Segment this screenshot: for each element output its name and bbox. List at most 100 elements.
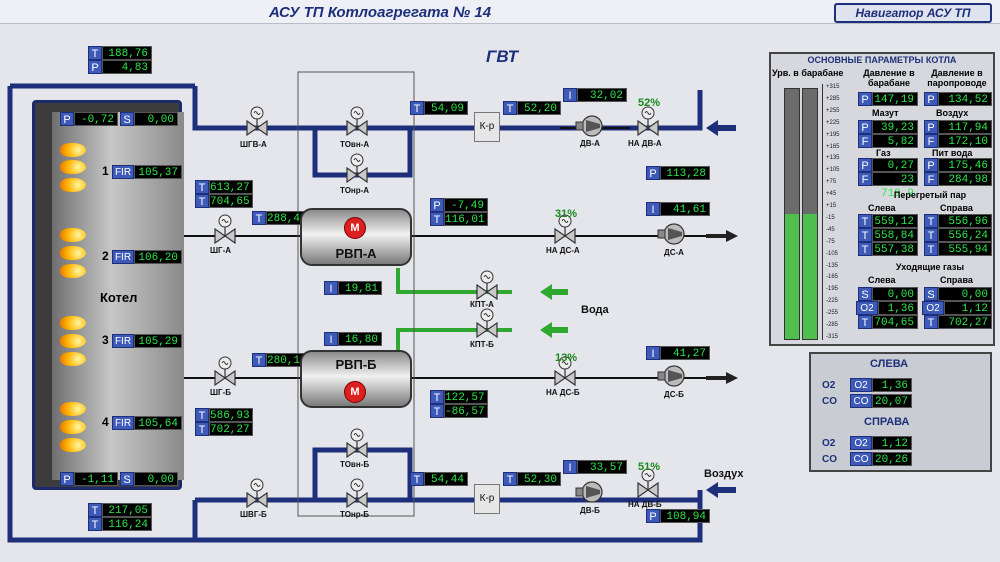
burner-number: 1 (102, 164, 109, 178)
valve-label: ШГ-А (210, 246, 232, 255)
fan-dv-b-icon (575, 481, 603, 503)
params-title: ОСНОВНЫЕ ПАРАМЕТРЫ КОТЛА (807, 55, 957, 65)
exhaust-arrow-b (706, 372, 738, 384)
scale-tick: -195 (826, 286, 839, 293)
scale-tick: -135 (826, 262, 839, 269)
flame-icon (60, 246, 86, 260)
left-title: СЛЕВА (870, 358, 909, 370)
rvp-b-unit[interactable] (300, 350, 412, 408)
air-label: Воздух (936, 108, 969, 118)
scale-tick: +165 (826, 143, 840, 150)
valve-kpt-a-icon (476, 270, 498, 300)
right-title: СПРАВА (864, 416, 910, 428)
fuel-oil-label: Мазут (872, 108, 899, 118)
feedwater-label: Пит вода (932, 148, 973, 158)
valve-shvg-b-icon (246, 478, 268, 508)
gvt-frame (297, 71, 415, 517)
valve-label: НА ДВ-А (628, 139, 662, 148)
valve-position-percent: 13% (555, 352, 578, 364)
co-label: CO (822, 454, 837, 465)
water-pipe-b (396, 328, 512, 350)
flame-icon (60, 264, 86, 278)
valve-na-dv-b-icon (637, 468, 659, 498)
flame-icon (60, 420, 86, 434)
flame-icon (60, 228, 86, 242)
flame-icon (60, 402, 86, 416)
valve-tonr-b-icon (346, 478, 368, 508)
o2-label: O2 (822, 380, 836, 391)
scale-tick: +285 (826, 95, 840, 102)
valve-label: НА ДВ-Б (628, 500, 662, 509)
valve-tovn-a-icon (346, 106, 368, 136)
scale-tick: -225 (826, 298, 839, 305)
scale-tick: +75 (826, 179, 837, 186)
water-pipe-a (396, 268, 512, 294)
fan-label: ДС-Б (664, 390, 684, 399)
o2-label: O2 (822, 438, 836, 449)
air-arrow-a (706, 120, 736, 136)
kr-a[interactable]: К-р (474, 112, 500, 142)
valve-label: КПТ-А (470, 300, 494, 309)
motor-icon: M (344, 217, 366, 239)
flame-icon (60, 143, 86, 157)
valve-position-percent: 31% (555, 208, 578, 220)
co-label: CO (822, 396, 837, 407)
drum-level-scale: +315+285+255+225+195+165+135+105+75+45+1… (822, 84, 850, 340)
scale-tick: +135 (826, 155, 840, 162)
air-arrow-b (706, 482, 736, 498)
flame-icon (60, 316, 86, 330)
valve-label: ШГВ-А (240, 140, 267, 149)
fan-dv-a-icon (575, 115, 603, 137)
boiler-name: Котел (100, 290, 138, 305)
drum-level-bar-left (784, 88, 800, 340)
valve-tonr-a-icon (346, 153, 368, 183)
kr-b[interactable]: К-р (474, 484, 500, 514)
b-temperature-5: T-86,57 (430, 404, 488, 418)
superheated-label: Перегретый пар (893, 190, 967, 200)
valve-label: НА ДС-Б (546, 388, 580, 397)
rvp-b-label: РВП-Б (335, 357, 377, 372)
navigator-button[interactable]: Навигатор АСУ ТП (834, 3, 992, 23)
scale-tick: +255 (826, 107, 840, 114)
right-label: Справа (940, 203, 973, 213)
fan-label: ДВ-А (580, 139, 600, 148)
flue-gas-label: Уходящие газы (895, 262, 965, 272)
a-pressure: P-7,49 (430, 198, 488, 212)
fan-label: ДС-А (664, 248, 684, 257)
valve-shg-b-icon (214, 356, 236, 386)
valve-label: ТОвн-А (340, 140, 370, 149)
scale-tick: -315 (826, 334, 839, 340)
right-label: Справа (940, 275, 973, 285)
left-label: Слева (868, 275, 896, 285)
scale-tick: -165 (826, 274, 839, 281)
